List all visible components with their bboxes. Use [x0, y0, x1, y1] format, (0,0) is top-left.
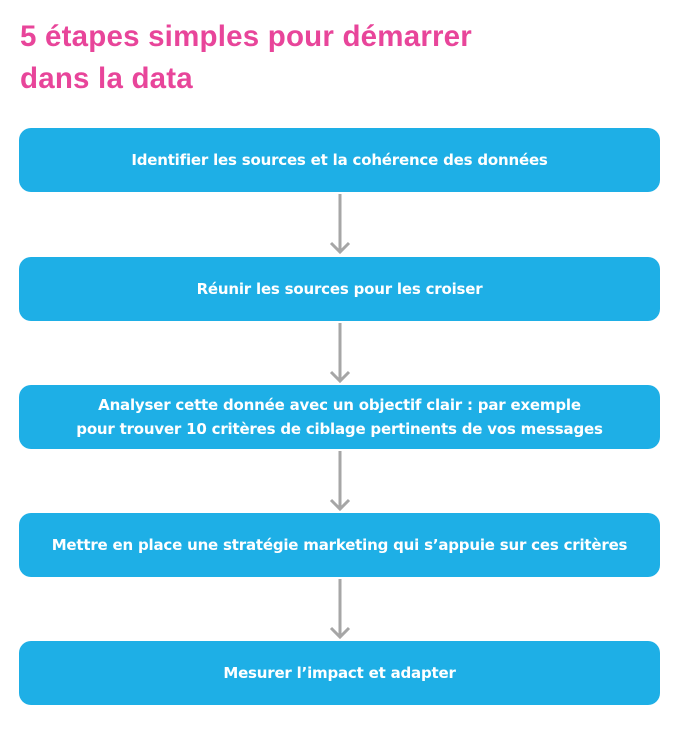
- step-label-5: Mesurer l’impact et adapter: [223, 661, 455, 685]
- title-line-2: dans la data: [20, 62, 193, 95]
- down-arrow-icon: [329, 579, 351, 640]
- step-3-line-1: Analyser cette donnée avec un objectif c…: [98, 396, 581, 414]
- step-box-3: Analyser cette donnée avec un objectif c…: [19, 385, 660, 449]
- down-arrow-icon: [329, 451, 351, 512]
- step-2-line-1: Réunir les sources pour les croiser: [196, 280, 483, 298]
- step-label-3: Analyser cette donnée avec un objectif c…: [76, 393, 603, 441]
- step-label-2: Réunir les sources pour les croiser: [197, 277, 483, 301]
- down-arrow-icon: [329, 194, 351, 255]
- step-box-1: Identifier les sources et la cohérence d…: [19, 128, 660, 192]
- step-1-line-1: Identifier les sources et la cohérence d…: [131, 151, 548, 169]
- step-box-4: Mettre en place une stratégie marketing …: [19, 513, 660, 577]
- step-5-line-1: Mesurer l’impact et adapter: [223, 664, 456, 682]
- step-label-1: Identifier les sources et la cohérence d…: [131, 148, 548, 172]
- step-3-line-2: pour trouver 10 critères de ciblage pert…: [76, 420, 603, 438]
- step-box-2: Réunir les sources pour les croiser: [19, 257, 660, 321]
- step-label-4: Mettre en place une stratégie marketing …: [52, 533, 628, 557]
- title-line-1: 5 étapes simples pour démarrer: [20, 20, 472, 53]
- step-4-line-1: Mettre en place une stratégie marketing …: [51, 536, 628, 554]
- step-box-5: Mesurer l’impact et adapter: [19, 641, 660, 705]
- down-arrow-icon: [329, 323, 351, 384]
- page-title: 5 étapes simples pour démarrer dans la d…: [20, 16, 660, 100]
